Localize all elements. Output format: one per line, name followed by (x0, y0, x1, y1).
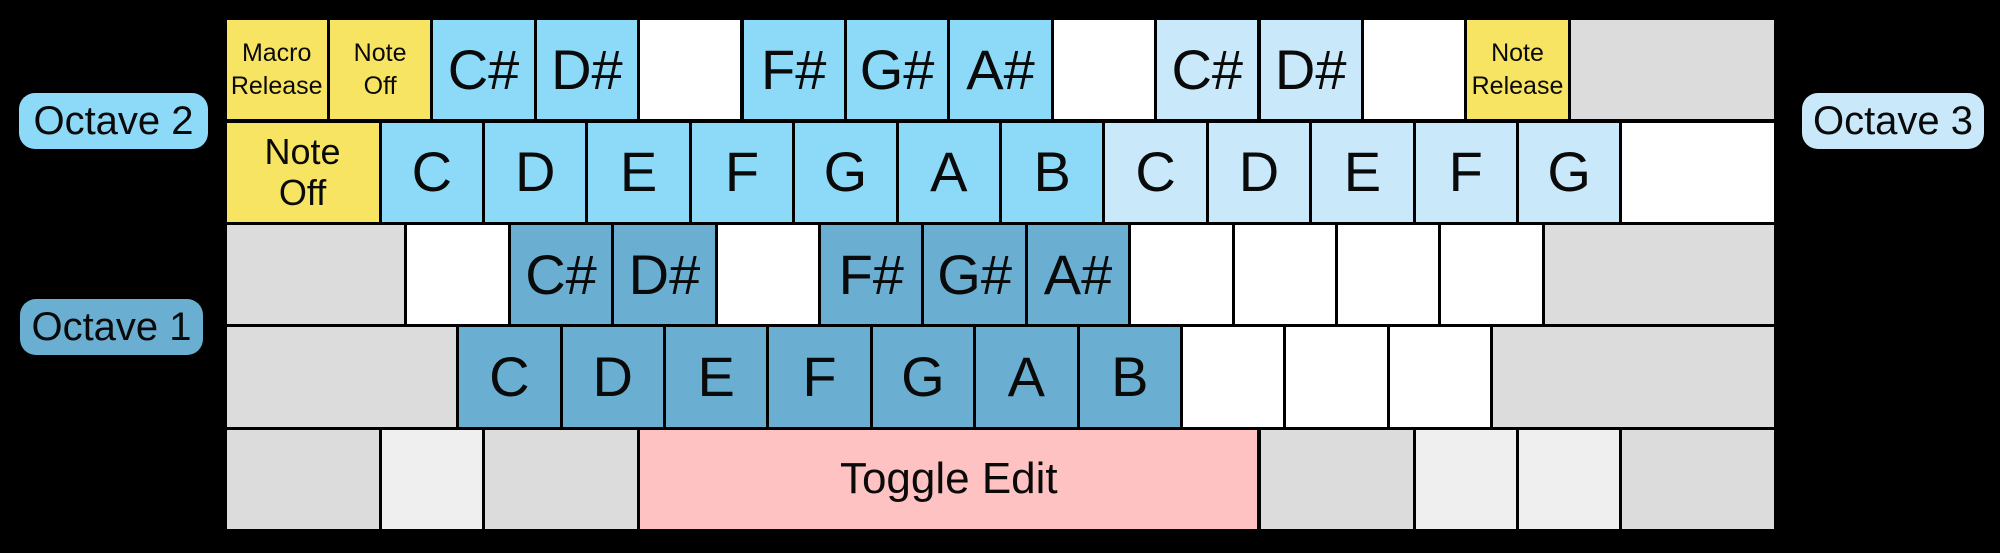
key-e-oct1[interactable]: E (665, 327, 767, 427)
key-g-oct2[interactable]: G (795, 122, 896, 222)
key-blank-white[interactable] (717, 224, 819, 325)
key-a-oct2[interactable]: A (898, 122, 999, 222)
key-c-sharp-oct3[interactable]: C# (1157, 20, 1258, 120)
key-d-sharp-oct3[interactable]: D# (1260, 20, 1361, 120)
key-c-oct1[interactable]: C (459, 327, 560, 427)
key-g-oct1[interactable]: G (872, 327, 974, 427)
key-g-sharp-oct2[interactable]: G# (846, 20, 948, 120)
key-note-release[interactable]: Note Release (1467, 20, 1568, 120)
key-blank-gray[interactable] (226, 429, 379, 530)
key-a-oct1[interactable]: A (976, 327, 1077, 427)
key-g-sharp-oct1[interactable]: G# (924, 224, 1025, 325)
key-e-oct2[interactable]: E (588, 122, 689, 222)
key-d-oct1[interactable]: D (562, 327, 663, 427)
key-e-oct3[interactable]: E (1312, 122, 1413, 222)
key-blank-gray[interactable] (1544, 224, 1775, 325)
key-blank-gray[interactable] (1570, 20, 1775, 120)
key-blank-white[interactable] (1389, 327, 1491, 427)
key-blank-gray[interactable] (1519, 429, 1620, 530)
key-macro-release[interactable]: Macro Release (226, 20, 327, 120)
key-a-sharp-oct2[interactable]: A# (950, 20, 1051, 120)
key-blank-gray[interactable] (485, 429, 638, 530)
key-d-sharp-oct2[interactable]: D# (536, 20, 638, 120)
key-c-sharp-oct2[interactable]: C# (433, 20, 534, 120)
key-blank-white[interactable] (1622, 122, 1775, 222)
key-blank-white[interactable] (1053, 20, 1155, 120)
key-blank-gray[interactable] (1260, 429, 1413, 530)
key-f-oct3[interactable]: F (1415, 122, 1516, 222)
key-blank-gray[interactable] (1415, 429, 1516, 530)
key-c-oct2[interactable]: C (381, 122, 482, 222)
key-blank-gray[interactable] (226, 224, 405, 325)
key-f-oct1[interactable]: F (769, 327, 870, 427)
key-note-off-tab[interactable]: Note Off (226, 122, 379, 222)
key-blank-gray[interactable] (1493, 327, 1775, 427)
key-blank-white[interactable] (640, 20, 741, 120)
key-blank-white[interactable] (1234, 224, 1336, 325)
key-note-off[interactable]: Note Off (329, 20, 431, 120)
key-blank-white[interactable] (1338, 224, 1439, 325)
key-c-sharp-oct1[interactable]: C# (510, 224, 612, 325)
key-blank-white[interactable] (1182, 327, 1284, 427)
key-f-sharp-oct1[interactable]: F# (821, 224, 922, 325)
key-c-oct3[interactable]: C (1105, 122, 1206, 222)
key-toggle-edit[interactable]: Toggle Edit (640, 429, 1258, 530)
key-blank-white[interactable] (1286, 327, 1387, 427)
key-f-sharp-oct2[interactable]: F# (743, 20, 844, 120)
key-d-sharp-oct1[interactable]: D# (614, 224, 715, 325)
key-d-oct3[interactable]: D (1208, 122, 1310, 222)
key-d-oct2[interactable]: D (485, 122, 586, 222)
key-blank-white[interactable] (407, 224, 508, 325)
key-blank-gray[interactable] (226, 327, 457, 427)
key-blank-white[interactable] (1441, 224, 1542, 325)
key-blank-gray[interactable] (381, 429, 482, 530)
key-g-oct3[interactable]: G (1519, 122, 1620, 222)
octave-2-label: Octave 2 (19, 93, 208, 149)
octave-3-label: Octave 3 (1802, 93, 1984, 149)
key-b-oct1[interactable]: B (1079, 327, 1180, 427)
key-blank-white[interactable] (1131, 224, 1232, 325)
key-a-sharp-oct1[interactable]: A# (1027, 224, 1129, 325)
octave-1-label: Octave 1 (20, 299, 203, 355)
key-blank-white[interactable] (1363, 20, 1465, 120)
key-blank-gray[interactable] (1622, 429, 1775, 530)
key-b-oct2[interactable]: B (1002, 122, 1103, 222)
key-f-oct2[interactable]: F (691, 122, 793, 222)
